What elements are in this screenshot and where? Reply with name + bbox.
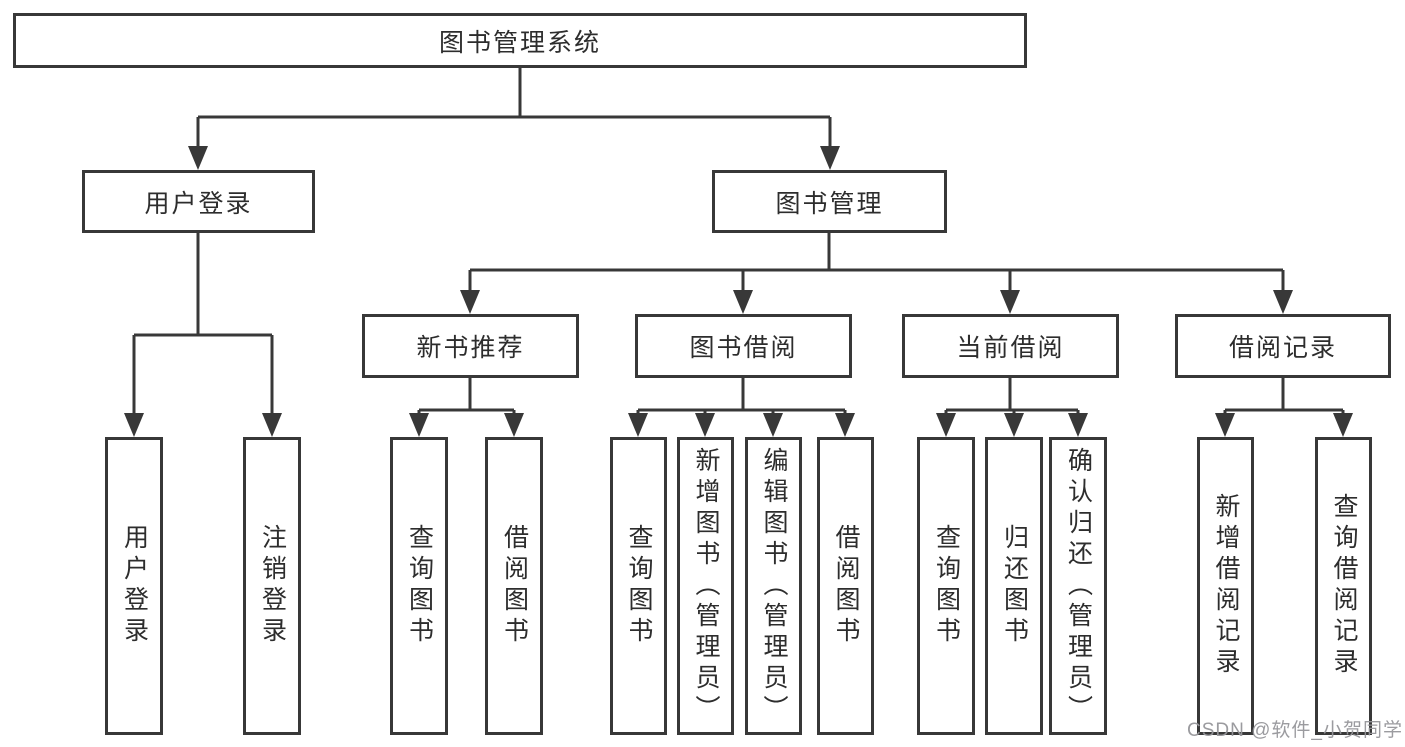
- node-new-book-recommend: 新书推荐: [362, 314, 579, 378]
- leaf-label: 借阅图书: [500, 524, 529, 648]
- leaf-label: 注销登录: [258, 524, 287, 648]
- node-user-login: 用户登录: [82, 170, 315, 233]
- leaf-confirm-return-admin: 确认归还（管理员）: [1049, 437, 1107, 735]
- leaf-label: 查询借阅记录: [1330, 493, 1358, 679]
- leaf-query-books-recommend: 查询图书: [390, 437, 448, 735]
- leaf-logout: 注销登录: [243, 437, 301, 735]
- csdn-watermark: CSDN @软件_小贺同学: [1187, 720, 1403, 741]
- leaf-label: 归还图书: [1000, 524, 1029, 648]
- leaf-label: 查询图书: [932, 524, 961, 648]
- leaf-label: 确认归还（管理员）: [1064, 446, 1093, 726]
- leaf-label: 新增图书（管理员）: [692, 446, 720, 726]
- leaf-label: 用户登录: [120, 524, 149, 648]
- leaf-label: 查询图书: [405, 524, 434, 648]
- leaf-query-books-borrowing: 查询图书: [610, 437, 667, 735]
- leaf-add-borrow-record: 新增借阅记录: [1197, 437, 1254, 735]
- leaf-borrow-books: 借阅图书: [817, 437, 874, 735]
- leaf-label: 借阅图书: [832, 524, 860, 648]
- leaf-label: 查询图书: [625, 524, 653, 648]
- leaf-edit-books-admin: 编辑图书（管理员）: [745, 437, 802, 735]
- leaf-label: 新增借阅记录: [1212, 493, 1240, 679]
- node-current-borrowing: 当前借阅: [902, 314, 1119, 378]
- leaf-return-books: 归还图书: [985, 437, 1043, 735]
- leaf-add-books-admin: 新增图书（管理员）: [677, 437, 734, 735]
- leaf-query-books-current: 查询图书: [917, 437, 975, 735]
- node-book-borrowing: 图书借阅: [635, 314, 852, 378]
- node-book-management: 图书管理: [712, 170, 947, 233]
- leaf-user-login: 用户登录: [105, 437, 163, 735]
- leaf-borrow-books-recommend: 借阅图书: [485, 437, 543, 735]
- node-borrowing-records: 借阅记录: [1175, 314, 1391, 378]
- leaf-label: 编辑图书（管理员）: [760, 446, 788, 726]
- leaf-query-borrow-record: 查询借阅记录: [1315, 437, 1372, 735]
- node-root: 图书管理系统: [13, 13, 1027, 68]
